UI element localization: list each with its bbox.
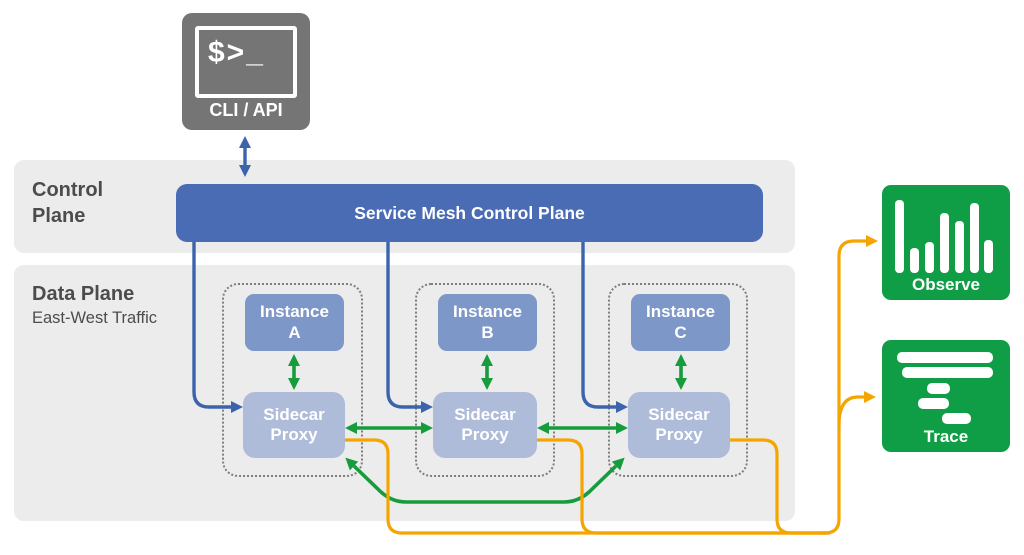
terminal-icon: $>_ <box>195 26 297 98</box>
sidecar-proxy-b-box: Sidecar Proxy <box>433 392 537 458</box>
cli-api-box: $>_ CLI / API <box>182 13 310 130</box>
sidecar-proxy-c-box: Sidecar Proxy <box>628 392 730 458</box>
control-plane-title: Control Plane <box>32 179 104 227</box>
trace-spans-icon <box>897 352 993 424</box>
data-plane-subtitle: East-West Traffic <box>32 309 158 327</box>
instance-c-box: Instance C <box>631 294 730 351</box>
trace-label: Trace <box>923 427 969 446</box>
instance-b-box: Instance B <box>438 294 537 351</box>
telemetry-to-observe-arrow <box>820 235 878 535</box>
data-plane-title: Data Plane <box>32 283 135 305</box>
cli-api-label: CLI / API <box>209 100 283 120</box>
trace-box: Trace <box>882 340 1010 452</box>
telemetry-to-trace-arrow <box>837 391 876 426</box>
instance-a-box: Instance A <box>245 294 344 351</box>
sidecar-proxy-a-box: Sidecar Proxy <box>243 392 345 458</box>
bar-chart-icon <box>895 200 993 273</box>
observe-label: Observe <box>911 275 981 294</box>
service-mesh-control-plane-label: Service Mesh Control Plane <box>354 202 585 223</box>
terminal-prompt-glyph: $>_ <box>208 36 265 69</box>
service-mesh-control-plane-bar: Service Mesh Control Plane <box>176 184 763 242</box>
observe-box: Observe <box>882 185 1010 300</box>
